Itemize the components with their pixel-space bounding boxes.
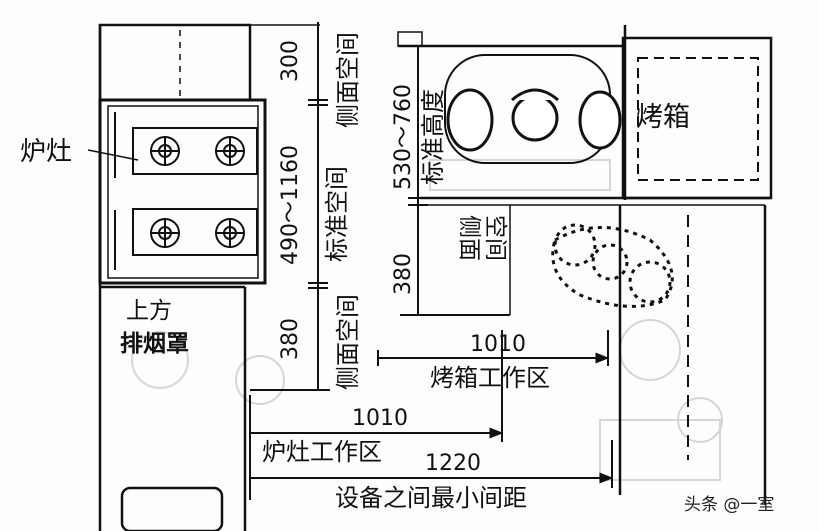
hood-label-line1: 上方 (126, 298, 172, 324)
dim-top-side: 300 (278, 40, 303, 82)
burner-icon (150, 136, 180, 166)
stove-work-area-label: 炉灶工作区 (262, 438, 382, 466)
oven-label: 烤箱 (636, 102, 690, 133)
dim-min-gap: 1220 (425, 451, 481, 476)
dim-standard-range: 490～1160 (278, 145, 303, 265)
burner-icon (215, 136, 245, 166)
left-counter (98, 23, 320, 531)
standard-space-label: 标准空间 (323, 166, 351, 262)
side-space-top-label: 侧面空间 (334, 32, 362, 128)
watermark: 头条 @一室 (684, 495, 774, 515)
stove-label: 炉灶 (20, 137, 72, 167)
side-space-bottom-label: 侧面空间 (334, 294, 362, 390)
dim-oven-height: 530～760 (391, 84, 416, 190)
side-space-right-b: 空间 (482, 215, 508, 261)
burner-icon (215, 218, 245, 248)
dim-bottom-side: 380 (278, 318, 303, 360)
background-sketch (131, 159, 723, 481)
burner-icon (150, 218, 180, 248)
dim-oven-work: 1010 (470, 332, 526, 357)
dotted-person-icon (551, 223, 674, 308)
left-dimension-line (250, 22, 330, 391)
hood-label-line2: 排烟罩 (120, 331, 189, 357)
min-distance-label: 设备之间最小间距 (335, 484, 527, 512)
right-counter (397, 25, 773, 505)
side-space-right-a: 侧面 (456, 215, 482, 261)
person-icon (444, 54, 622, 164)
dim-right-side: 380 (391, 253, 416, 295)
oven-dimension-line (400, 46, 510, 316)
stove-burners (132, 127, 258, 256)
horizontal-dimensions (249, 330, 614, 500)
stove-pointer (87, 149, 139, 161)
dim-stove-work: 1010 (352, 406, 408, 431)
oven-work-area-label: 烤箱工作区 (430, 364, 550, 392)
standard-height-label: 标准高度 (419, 89, 447, 185)
